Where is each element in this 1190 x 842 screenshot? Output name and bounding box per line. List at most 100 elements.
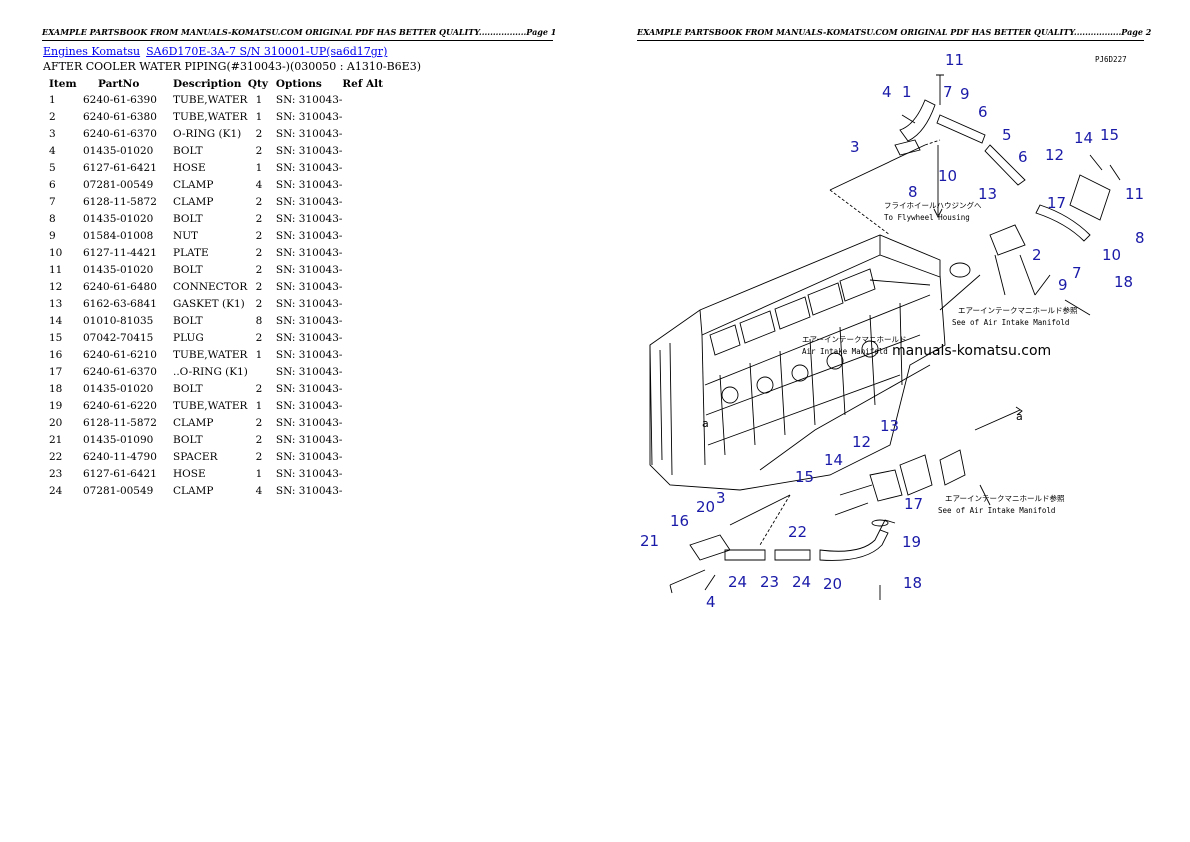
cell-refalt [342, 194, 392, 211]
cell-refalt [342, 296, 392, 313]
watermark-text: manuals-komatsu.com [892, 343, 1051, 359]
callout-4b: 4 [706, 593, 716, 611]
cell-refalt [342, 160, 392, 177]
cell-refalt [342, 415, 392, 432]
col-header-refalt: Ref Alt [342, 78, 383, 90]
cell-options: SN: 310043- [275, 247, 343, 259]
cell-item: 16 [49, 349, 63, 361]
cell-refalt [342, 279, 392, 296]
cell-refalt [342, 109, 392, 126]
cell-qty: 2 [255, 281, 263, 293]
cell-description: PLATE [173, 247, 209, 259]
col-header-item: Item [49, 78, 77, 90]
cell-description: BOLT [173, 383, 203, 395]
label-air-intake: Air Intake Manifold [802, 347, 888, 356]
callout-20b: 20 [823, 575, 842, 593]
cell-description: O-RING (K1) [173, 128, 242, 140]
label-ref-a2: a [1016, 410, 1023, 423]
section-title: AFTER COOLER WATER PIPING(#310043-)(0300… [43, 60, 421, 73]
callout-numbers: 11 4 1 7 9 6 5 3 14 15 6 12 10 8 13 11 1… [640, 51, 1145, 611]
cell-qty: 2 [255, 196, 263, 208]
callout-8: 8 [908, 183, 918, 201]
cell-item: 19 [49, 400, 63, 412]
cell-options: SN: 310043- [275, 400, 343, 412]
cell-partno: 01435-01020 [83, 213, 154, 225]
cell-qty: 2 [255, 264, 263, 276]
callout-18: 18 [1114, 273, 1133, 291]
cell-item: 3 [49, 128, 56, 140]
cell-item: 13 [49, 298, 63, 310]
cell-partno: 6240-11-4790 [83, 451, 157, 463]
cell-description: GASKET (K1) [173, 298, 245, 310]
cell-refalt [342, 228, 392, 245]
callout-23: 23 [760, 573, 779, 591]
cell-partno: 01435-01020 [83, 383, 154, 395]
cell-qty: 2 [255, 128, 263, 140]
cell-qty: 1 [255, 468, 263, 480]
cell-refalt [342, 449, 392, 466]
col-header-description: Description [173, 78, 242, 90]
cell-qty: 2 [255, 298, 263, 310]
callout-21: 21 [640, 532, 659, 550]
cell-qty: 2 [255, 247, 263, 259]
cell-description: BOLT [173, 315, 203, 327]
callout-11b: 11 [1125, 185, 1144, 203]
callout-13b: 13 [880, 417, 899, 435]
cell-refalt [342, 347, 392, 364]
callout-11: 11 [945, 51, 964, 69]
breadcrumb-link-engines[interactable]: Engines Komatsu [43, 45, 141, 58]
cell-item: 10 [49, 247, 63, 259]
cell-item: 21 [49, 434, 63, 446]
cell-options: SN: 310043- [275, 230, 343, 242]
cell-refalt [342, 381, 392, 398]
page-header: EXAMPLE PARTSBOOK FROM MANUALS-KOMATSU.C… [42, 26, 556, 41]
callout-13: 13 [978, 185, 997, 203]
cell-options: SN: 310043- [275, 145, 343, 157]
cell-item: 5 [49, 162, 56, 174]
breadcrumb-link-model[interactable]: SA6D170E-3A-7 S/N 310001-UP(sa6d17gr) [146, 45, 388, 58]
callout-3: 3 [850, 138, 860, 156]
cell-refalt [342, 126, 392, 143]
cell-partno: 6128-11-5872 [83, 196, 157, 208]
cell-partno: 01435-01090 [83, 434, 154, 446]
cell-qty: 2 [255, 434, 263, 446]
cell-partno: 01010-81035 [83, 315, 154, 327]
cell-refalt [342, 313, 392, 330]
callout-10b: 10 [1102, 246, 1121, 264]
cell-refalt [342, 364, 392, 381]
cell-description: TUBE,WATER [173, 111, 248, 123]
label-see-intake-b: See of Air Intake Manifold [938, 506, 1055, 515]
diagram-code: PJ6D227 [1095, 55, 1127, 64]
label-to-flywheel: To Flywheel Housing [884, 213, 970, 222]
cell-options: SN: 310043- [275, 383, 343, 395]
cell-description: TUBE,WATER [173, 349, 248, 361]
cell-options: SN: 310043- [275, 94, 343, 106]
cell-item: 7 [49, 196, 56, 208]
cell-item: 23 [49, 468, 63, 480]
cell-description: BOLT [173, 213, 203, 225]
cell-qty: 2 [255, 332, 263, 344]
cell-options: SN: 310043- [275, 298, 343, 310]
cell-item: 14 [49, 315, 63, 327]
label-jp-flywheel: フライホイールハウジングへ [884, 200, 982, 210]
cell-qty: 2 [255, 417, 263, 429]
cell-options: SN: 310043- [275, 451, 343, 463]
table-header-row: Item PartNo Description Qty Options Ref … [43, 77, 392, 92]
callout-17b: 17 [904, 495, 923, 513]
cell-partno: 6127-61-6421 [83, 468, 157, 480]
cell-options: SN: 310043- [275, 111, 343, 123]
callout-20: 20 [696, 498, 715, 516]
cell-qty [248, 364, 270, 381]
cell-options: SN: 310043- [275, 332, 343, 344]
col-header-partno: PartNo [98, 78, 140, 90]
